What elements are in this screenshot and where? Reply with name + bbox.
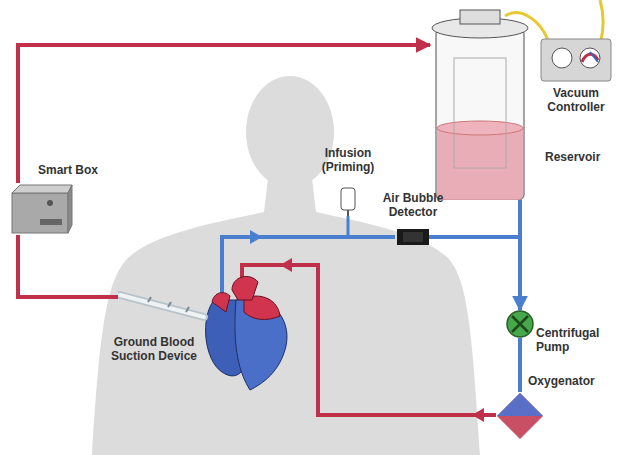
suction-device: Ground Blood Suction Device [118, 283, 208, 323]
oxygenator: Oxygenator [496, 392, 544, 440]
lid-ports [460, 10, 500, 24]
air-bubble-detector-shape [397, 229, 429, 245]
centrifugal-pump: Centrifugal Pump [506, 310, 534, 338]
suction-tube [120, 295, 204, 317]
smart-box: Smart Box [10, 183, 74, 235]
reservoir-blood [437, 128, 523, 200]
pump-housing [507, 311, 533, 337]
smart-box-shape [10, 183, 74, 235]
flow-line [18, 235, 118, 297]
smart-box-body [12, 193, 68, 233]
part-label: Infusion (Priming) [315, 146, 381, 174]
centrifugal-pump-shape [506, 310, 534, 338]
part-label: Centrifugal Pump [536, 326, 614, 354]
smart-box-plate [40, 219, 62, 225]
flow-line [518, 338, 522, 392]
flow-arrowhead [250, 230, 262, 244]
controller-housing [541, 39, 611, 81]
vacuum-controller: Vacuum Controller [540, 38, 612, 82]
reservoir-cylinder [436, 28, 524, 200]
heart-vessel [212, 293, 230, 312]
oxygenator-venous-half [497, 393, 543, 416]
reservoir-shape [430, 8, 530, 200]
flow-line [18, 45, 430, 183]
vacuum-controller-shape [540, 38, 612, 82]
knob-pointer [590, 52, 598, 62]
head-silhouette [246, 76, 334, 188]
tube-joint [148, 297, 189, 312]
air-bubble-detector: Air Bubble Detector [397, 229, 429, 245]
flow-arrowhead [472, 408, 484, 422]
part-label: Ground Blood Suction Device [104, 335, 204, 363]
smart-box-port [47, 200, 53, 206]
reservoir-filter [454, 58, 506, 168]
oxygenator-diamond [497, 393, 543, 439]
heart [206, 276, 287, 390]
bag-spout [347, 210, 349, 216]
part-label: Oxygenator [528, 374, 595, 388]
detector-body [397, 229, 429, 245]
pump-impeller [512, 316, 528, 332]
flow-line [429, 200, 520, 237]
infusion-bag-shape [339, 186, 357, 216]
part-label: Air Bubble Detector [375, 191, 451, 219]
oxygenator-shape [496, 392, 544, 440]
suction-device-shape [118, 283, 208, 323]
vacuum-tube [600, 0, 603, 44]
smart-box-side [68, 185, 72, 233]
flow-arrowhead [280, 258, 292, 272]
reservoir: Reservoir [430, 8, 530, 200]
control-knob [580, 48, 600, 68]
infusion-bag: Infusion (Priming) [339, 186, 357, 216]
part-label: Vacuum Controller [534, 86, 618, 114]
gauge-dial [552, 48, 572, 68]
suction-tube-core [120, 295, 204, 317]
part-label: Smart Box [38, 163, 98, 177]
part-label: Reservoir [545, 150, 600, 164]
blood-surface [437, 121, 523, 135]
detector-window [403, 232, 423, 242]
aorta [232, 276, 258, 300]
infusion-bag [341, 188, 355, 210]
infusion-line [347, 216, 350, 235]
smart-box-top [12, 185, 72, 193]
